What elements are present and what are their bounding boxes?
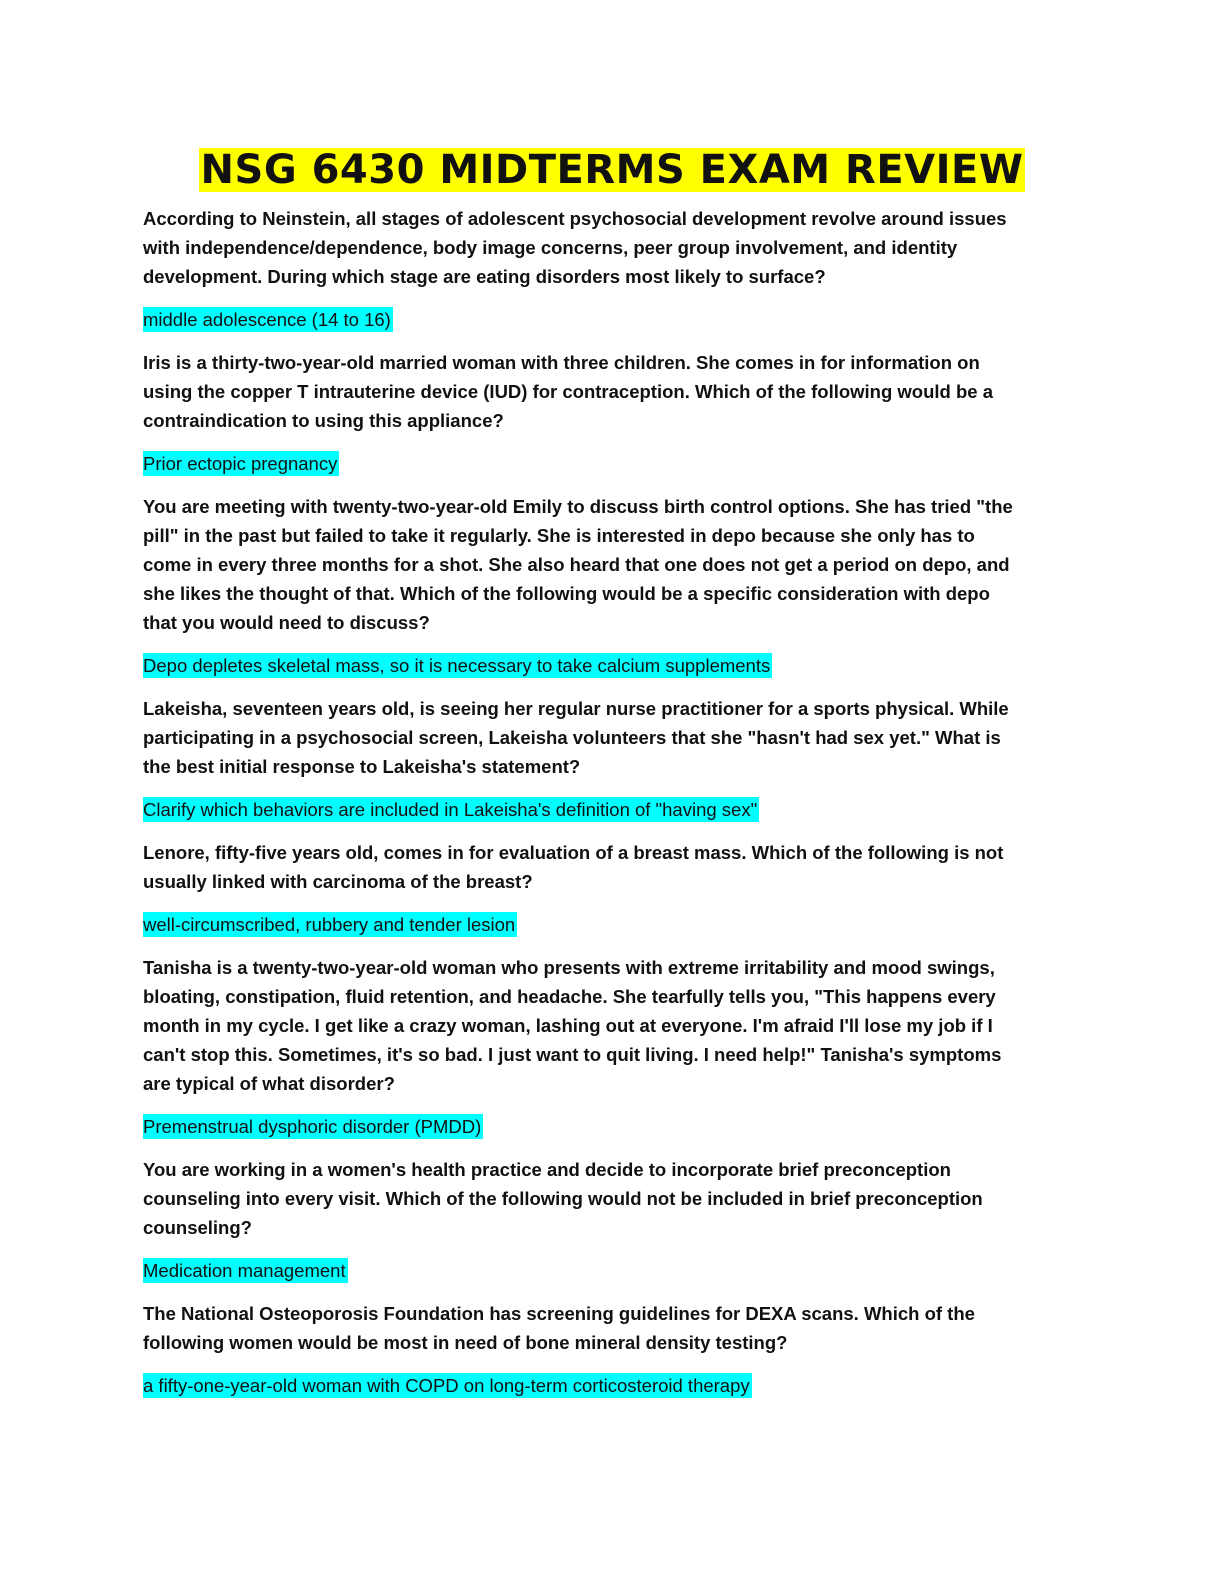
answer-text: Medication management <box>143 1258 348 1283</box>
answer-line: Depo depletes skeletal mass, so it is ne… <box>143 651 1013 680</box>
question-text: According to Neinstein, all stages of ad… <box>143 208 1007 287</box>
answer-text: Premenstrual dysphoric disorder (PMDD) <box>143 1114 484 1139</box>
question-text: Iris is a thirty-two-year-old married wo… <box>143 352 994 431</box>
document-title: NSG 6430 MIDTERMS EXAM REVIEW <box>198 147 1026 193</box>
answer-line: well-circumscribed, rubbery and tender l… <box>143 910 1013 939</box>
question-text: Tanisha is a twenty-two-year-old woman w… <box>143 957 1002 1094</box>
answer-line: Medication management <box>143 1256 1013 1285</box>
title-wrapper: NSG 6430 MIDTERMS EXAM REVIEW <box>0 148 1224 192</box>
answer-line: Prior ectopic pregnancy <box>143 449 1013 478</box>
answer-text: Prior ectopic pregnancy <box>143 451 340 476</box>
answer-line: a fifty-one-year-old woman with COPD on … <box>143 1371 1013 1400</box>
answer-line: middle adolescence (14 to 16) <box>143 305 1013 334</box>
qa-list: According to Neinstein, all stages of ad… <box>143 204 1013 1414</box>
answer-line: Premenstrual dysphoric disorder (PMDD) <box>143 1112 1013 1141</box>
answer-text: Clarify which behaviors are included in … <box>143 797 760 822</box>
question-text: The National Osteoporosis Foundation has… <box>143 1303 975 1353</box>
question-text: You are meeting with twenty-two-year-old… <box>143 496 1013 633</box>
question-text: Lenore, fifty-five years old, comes in f… <box>143 842 1004 892</box>
answer-text: well-circumscribed, rubbery and tender l… <box>143 912 518 937</box>
answer-line: Clarify which behaviors are included in … <box>143 795 1013 824</box>
answer-text: middle adolescence (14 to 16) <box>143 307 393 332</box>
question-text: Lakeisha, seventeen years old, is seeing… <box>143 698 1009 777</box>
answer-text: a fifty-one-year-old woman with COPD on … <box>143 1373 752 1398</box>
question-text: You are working in a women's health prac… <box>143 1159 983 1238</box>
answer-text: Depo depletes skeletal mass, so it is ne… <box>143 653 773 678</box>
